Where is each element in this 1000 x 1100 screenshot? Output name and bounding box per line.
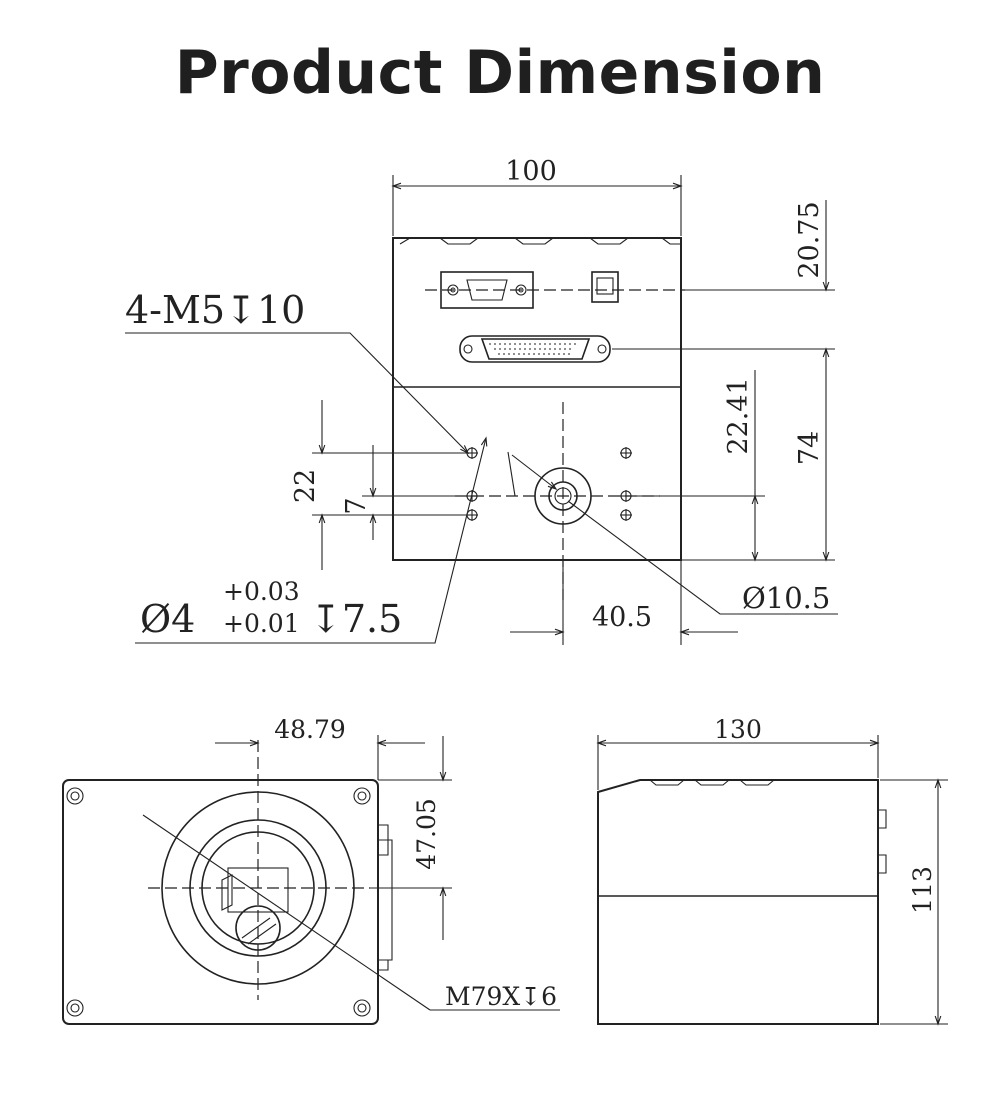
dim-hole-outer: 22 xyxy=(290,469,321,503)
dim-width: 100 xyxy=(505,156,557,187)
thread-callout: 4-M5↧10 xyxy=(125,288,305,332)
page-title: Product Dimension xyxy=(174,38,826,108)
db25-connector xyxy=(459,335,611,363)
dim-height: 113 xyxy=(908,866,937,914)
front-body xyxy=(392,237,682,561)
dim-height-total: 74 xyxy=(794,431,825,465)
svg-text:↧7.5: ↧7.5 xyxy=(310,597,402,641)
svg-text:Ø4: Ø4 xyxy=(140,597,195,641)
side-body xyxy=(597,779,879,1025)
pin-hole-callout: Ø4 +0.03 +0.01 ↧7.5 xyxy=(140,577,402,641)
dim-hole-inner: 7 xyxy=(341,497,372,514)
front-view: 100 20.75 74 22.41 22 7 40.5 4-M5↧10 xyxy=(125,156,838,645)
mounting-holes xyxy=(466,447,632,521)
lens-body xyxy=(62,779,379,1025)
usb-connector xyxy=(591,271,619,303)
side-view: 130 113 xyxy=(596,715,948,1026)
dim-center-offset: 40.5 xyxy=(592,602,652,633)
dim-mount-height: 47.05 xyxy=(412,798,441,870)
svg-text:+0.01: +0.01 xyxy=(223,609,300,638)
dim-mount-offset: 48.79 xyxy=(274,715,346,744)
dim-top-offset: 20.75 xyxy=(794,201,825,278)
svg-text:+0.03: +0.03 xyxy=(223,577,300,606)
dim-length: 130 xyxy=(714,715,762,744)
lens-view: 48.79 47.05 M79X↧6 xyxy=(62,715,560,1025)
dim-height-center: 22.41 xyxy=(723,377,754,454)
bore-diameter: Ø10.5 xyxy=(742,581,830,615)
mount-thread: M79X↧6 xyxy=(445,982,557,1011)
